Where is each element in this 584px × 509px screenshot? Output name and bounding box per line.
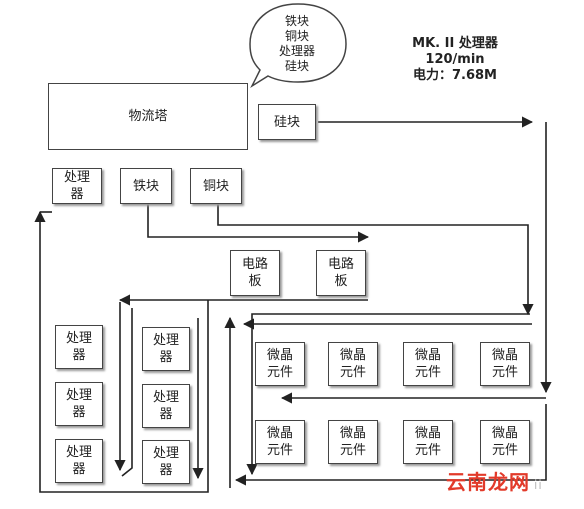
logistics-tower-label: 物流塔 xyxy=(128,109,168,124)
speech-bubble-shape xyxy=(249,3,347,89)
node-label: 器 xyxy=(72,348,86,363)
processor-node: 处理 器 xyxy=(55,325,103,369)
wire-bottom-return xyxy=(234,404,547,486)
node-label: 器 xyxy=(159,350,173,365)
microcrystal-node: 微晶 元件 xyxy=(255,342,305,386)
node-label: 处理 xyxy=(152,390,179,405)
wire-copper xyxy=(217,204,534,316)
node-label: 微晶 xyxy=(491,348,518,363)
wire-col-b xyxy=(121,308,133,477)
circuit-board-node: 电路 板 xyxy=(230,250,280,296)
processor-node: 处理 器 xyxy=(142,384,190,428)
production-info: MK. II 处理器 120/min 电力：7.68M xyxy=(380,36,530,84)
circuit-board-node: 电路 板 xyxy=(316,250,366,296)
iron-label: 铁块 xyxy=(132,178,159,194)
info-power: 电力：7.68M xyxy=(412,68,497,83)
node-label: 处理 xyxy=(152,333,179,348)
node-label: 器 xyxy=(70,187,84,202)
bubble-line: 铜块 xyxy=(284,29,309,43)
bubble-line: 硅块 xyxy=(284,59,309,73)
node-label: 微晶 xyxy=(491,426,518,441)
processor-node: 处理 器 xyxy=(142,327,190,371)
node-label: 微晶 xyxy=(266,426,293,441)
silicon-label: 硅块 xyxy=(273,114,300,130)
node-label: 处理 xyxy=(65,331,92,346)
node-label: 板 xyxy=(248,274,262,289)
node-label: 元件 xyxy=(491,365,518,380)
node-label: 微晶 xyxy=(339,348,366,363)
node-label: 微晶 xyxy=(414,348,441,363)
processor-node: 处理 器 xyxy=(55,382,103,426)
silicon-block-node: 硅块 xyxy=(258,104,316,140)
processor-node: 处理 器 xyxy=(55,439,103,483)
microcrystal-node: 微晶 元件 xyxy=(403,342,453,386)
node-label: 微晶 xyxy=(414,426,441,441)
microcrystal-node: 微晶 元件 xyxy=(480,420,530,464)
node-label: 元件 xyxy=(491,443,518,458)
bubble-line: 铁块 xyxy=(284,14,309,28)
processor-source-node: 处理 器 xyxy=(52,168,102,204)
copper-label: 铜块 xyxy=(202,178,229,194)
watermark-brand: 云南龙网 xyxy=(446,470,530,494)
logistics-tower: 物流塔 xyxy=(48,83,248,150)
node-label: 处理 xyxy=(63,170,90,185)
wire-upper-feed xyxy=(246,313,530,476)
node-label: 元件 xyxy=(339,365,366,380)
node-label: 板 xyxy=(334,274,348,289)
speech-bubble: 铁块 铜块 处理器 硅块 xyxy=(250,4,344,84)
microcrystal-node: 微晶 元件 xyxy=(328,420,378,464)
info-rate: 120/min xyxy=(425,52,485,67)
node-label: 电路 xyxy=(241,257,268,272)
iron-block-node: 铁块 xyxy=(120,168,172,204)
watermark: 云南龙网 ii xyxy=(446,466,543,495)
wire-col-c xyxy=(34,210,209,493)
processor-node: 处理 器 xyxy=(142,440,190,484)
microcrystal-node: 微晶 元件 xyxy=(328,342,378,386)
node-label: 元件 xyxy=(266,365,293,380)
node-label: 元件 xyxy=(339,443,366,458)
node-label: 电路 xyxy=(327,257,354,272)
node-label: 器 xyxy=(159,407,173,422)
microcrystal-node: 微晶 元件 xyxy=(255,420,305,464)
node-label: 器 xyxy=(72,405,86,420)
node-label: 微晶 xyxy=(339,426,366,441)
watermark-extra: ii xyxy=(534,478,543,492)
node-label: 微晶 xyxy=(266,348,293,363)
node-label: 处理 xyxy=(65,445,92,460)
wire-iron xyxy=(147,204,370,243)
node-label: 元件 xyxy=(414,443,441,458)
info-title: MK. II 处理器 xyxy=(412,36,498,51)
microcrystal-node: 微晶 元件 xyxy=(480,342,530,386)
node-label: 处理 xyxy=(152,446,179,461)
bubble-line: 处理器 xyxy=(278,44,315,58)
node-label: 处理 xyxy=(65,388,92,403)
copper-block-node: 铜块 xyxy=(190,168,242,204)
node-label: 器 xyxy=(72,462,86,477)
node-label: 元件 xyxy=(266,443,293,458)
node-label: 元件 xyxy=(414,365,441,380)
node-label: 器 xyxy=(159,463,173,478)
microcrystal-node: 微晶 元件 xyxy=(403,420,453,464)
